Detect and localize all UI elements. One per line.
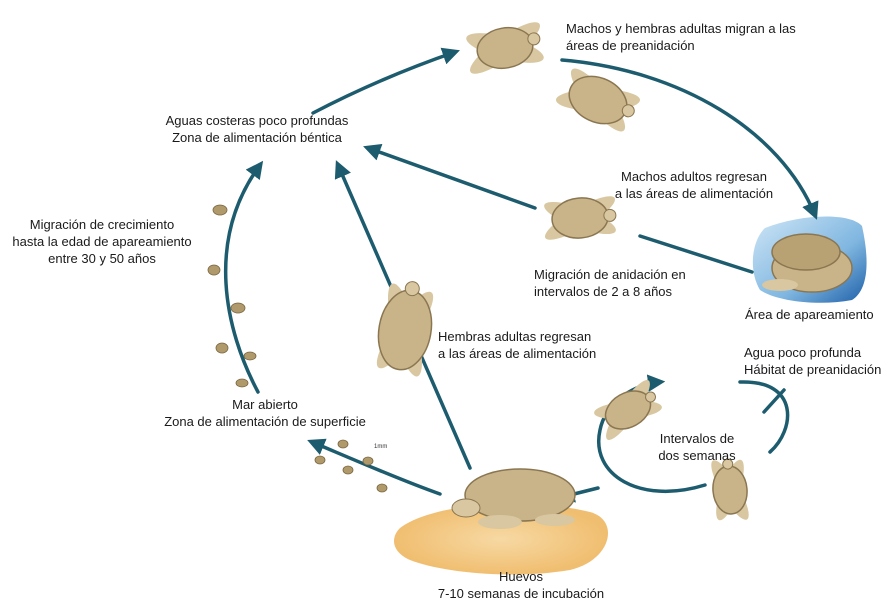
label-line: Hábitat de preanidación	[744, 361, 881, 378]
label-line: áreas de preanidación	[566, 37, 796, 54]
label-coastal-waters: Aguas costeras poco profundas Zona de al…	[150, 112, 364, 146]
label-growth-migration: Migración de crecimiento hasta la edad d…	[2, 216, 202, 267]
label-line: Hembras adultas regresan	[438, 328, 596, 345]
adult-turtle-icon	[366, 276, 444, 383]
label-open-sea: Mar abierto Zona de alimentación de supe…	[162, 396, 368, 430]
label-line: Área de apareamiento	[745, 306, 874, 323]
label-line: Huevos	[418, 568, 624, 585]
label-line: Migración de crecimiento	[2, 216, 202, 233]
hatchling-icon	[208, 205, 387, 492]
arrow-males-to-coastal	[368, 148, 535, 208]
label-line: Zona de alimentación béntica	[150, 129, 364, 146]
label-line: Aguas costeras poco profundas	[150, 112, 364, 129]
label-line: a las áreas de alimentación	[598, 185, 790, 202]
label-two-week-intervals: Intervalos de dos semanas	[642, 430, 752, 464]
adult-turtle-icon	[458, 13, 552, 82]
arrow-coastal-to-adult	[313, 52, 455, 113]
label-line: entre 30 y 50 años	[2, 250, 202, 267]
label-line: Mar abierto	[162, 396, 368, 413]
label-line: Zona de alimentación de superficie	[162, 413, 368, 430]
label-line: Intervalos de	[642, 430, 752, 447]
label-shallow-water: Agua poco profunda Hábitat de preanidaci…	[744, 344, 881, 378]
label-adults-migrate: Machos y hembras adultas migran a las ár…	[566, 20, 796, 54]
label-line: intervalos de 2 a 8 años	[534, 283, 686, 300]
label-females-return: Hembras adultas regresan a las áreas de …	[438, 328, 596, 362]
label-males-return: Machos adultos regresan a las áreas de a…	[598, 168, 790, 202]
label-nesting-migration: Migración de anidación en intervalos de …	[534, 266, 686, 300]
adult-turtle-icon	[705, 454, 756, 527]
label-line: dos semanas	[642, 447, 752, 464]
label-line: hasta la edad de apareamiento	[2, 233, 202, 250]
label-mating-area: Área de apareamiento	[745, 306, 874, 323]
label-line: Agua poco profunda	[744, 344, 881, 361]
scale-mark: 1mm	[374, 444, 387, 450]
label-eggs: Huevos 7-10 semanas de incubación	[418, 568, 624, 602]
adult-turtle-icon	[548, 57, 649, 143]
label-line: a las áreas de alimentación	[438, 345, 596, 362]
label-line: 7-10 semanas de incubación	[418, 585, 624, 602]
label-line: Migración de anidación en	[534, 266, 686, 283]
label-line: Machos y hembras adultas migran a las	[566, 20, 796, 37]
label-line: Machos adultos regresan	[598, 168, 790, 185]
